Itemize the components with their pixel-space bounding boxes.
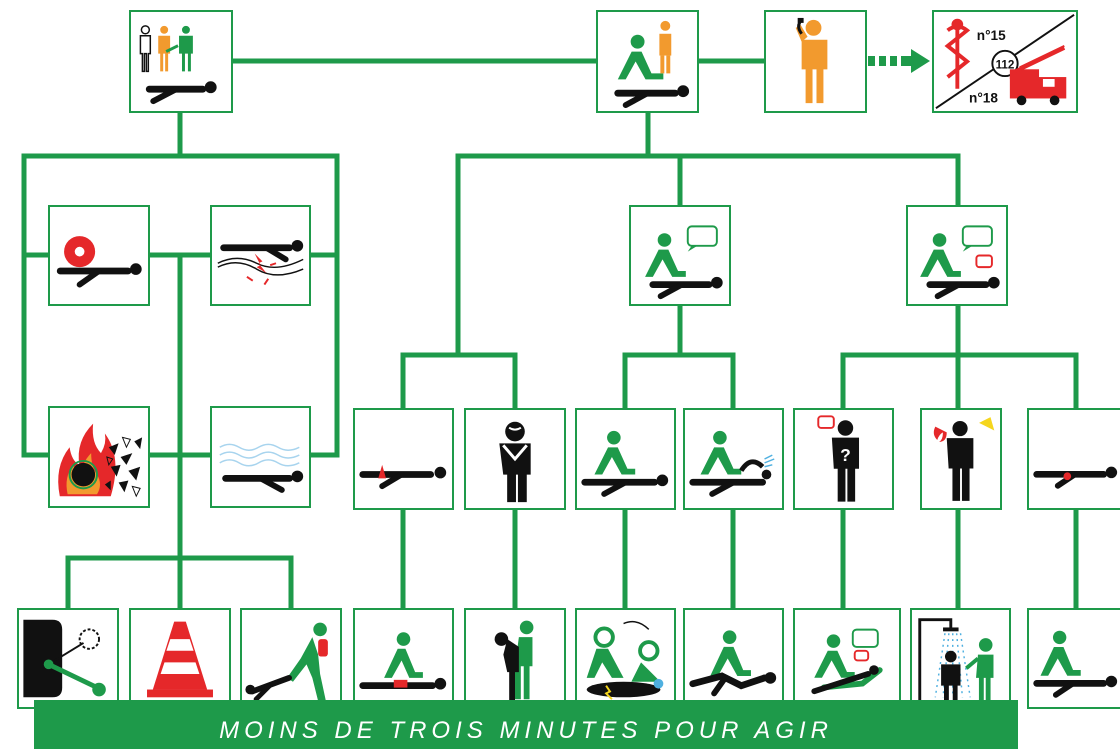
discomfort-box: ?	[793, 408, 894, 510]
bleeding-icon	[355, 410, 452, 508]
footer-banner: MOINS DE TROIS MINUTES POUR AGIR	[34, 700, 1018, 749]
breathing-victim-icon	[577, 410, 674, 508]
fire-explosion-hazard-box	[48, 406, 150, 508]
toxic-gas-hazard-box	[210, 406, 311, 508]
cool-burn-shower-box	[910, 608, 1011, 709]
svg-text:?: ?	[840, 445, 851, 465]
back-blows-icon	[466, 610, 564, 707]
protect-wound-box	[1027, 608, 1120, 709]
assess-victim-box	[596, 10, 699, 113]
not-breathing-box	[683, 408, 784, 510]
recovery-position-box	[683, 608, 784, 709]
electrical-hazard-box	[210, 205, 311, 306]
crush-hazard-box	[48, 205, 150, 306]
victim-unresponsive-icon	[908, 207, 1006, 304]
footer-text: MOINS DE TROIS MINUTES POUR AGIR	[34, 717, 1018, 745]
fire-number: n°18	[969, 90, 998, 105]
back-blows-box	[464, 608, 566, 709]
electrical-hazard-icon	[212, 207, 309, 304]
sam-number: n°15	[977, 28, 1006, 43]
cpr-defibrillator-icon	[577, 610, 674, 707]
apply-pressure-icon	[355, 610, 452, 707]
fire-explosion-hazard-icon	[50, 408, 148, 506]
drag-victim-icon	[242, 610, 340, 707]
wound-box	[1027, 408, 1120, 510]
burn-icon	[922, 410, 1000, 508]
call-for-help-box	[764, 10, 867, 113]
reassure-victim-icon	[795, 610, 899, 707]
emergency-services-box: n°15 112 n°18	[932, 10, 1078, 113]
emergency-services-icon: n°15 112 n°18	[934, 12, 1076, 111]
protect-scene-box	[129, 10, 233, 113]
turn-off-power-box	[17, 608, 119, 709]
warning-cone-icon	[131, 610, 229, 707]
recovery-position-icon	[685, 610, 782, 707]
crush-hazard-icon	[50, 207, 148, 304]
burn-box	[920, 408, 1002, 510]
drag-victim-box	[240, 608, 342, 709]
warning-cone-box	[129, 608, 231, 709]
cool-burn-shower-icon	[912, 610, 1009, 707]
victim-unresponsive-box	[906, 205, 1008, 306]
victim-responds-box	[629, 205, 731, 306]
turn-off-power-icon	[19, 610, 117, 707]
victim-responds-icon	[631, 207, 729, 304]
not-breathing-icon	[685, 410, 782, 508]
choking-icon	[466, 410, 564, 508]
cpr-defibrillator-box	[575, 608, 676, 709]
choking-box	[464, 408, 566, 510]
discomfort-icon: ?	[795, 410, 892, 508]
toxic-gas-hazard-icon	[212, 408, 309, 506]
call-for-help-icon	[766, 12, 865, 111]
breathing-victim-box	[575, 408, 676, 510]
assess-victim-icon	[598, 12, 697, 111]
bleeding-box	[353, 408, 454, 510]
wound-icon	[1029, 410, 1120, 508]
protect-scene-icon	[131, 12, 231, 111]
protect-wound-icon	[1029, 610, 1120, 707]
reassure-victim-box	[793, 608, 901, 709]
apply-pressure-box	[353, 608, 454, 709]
